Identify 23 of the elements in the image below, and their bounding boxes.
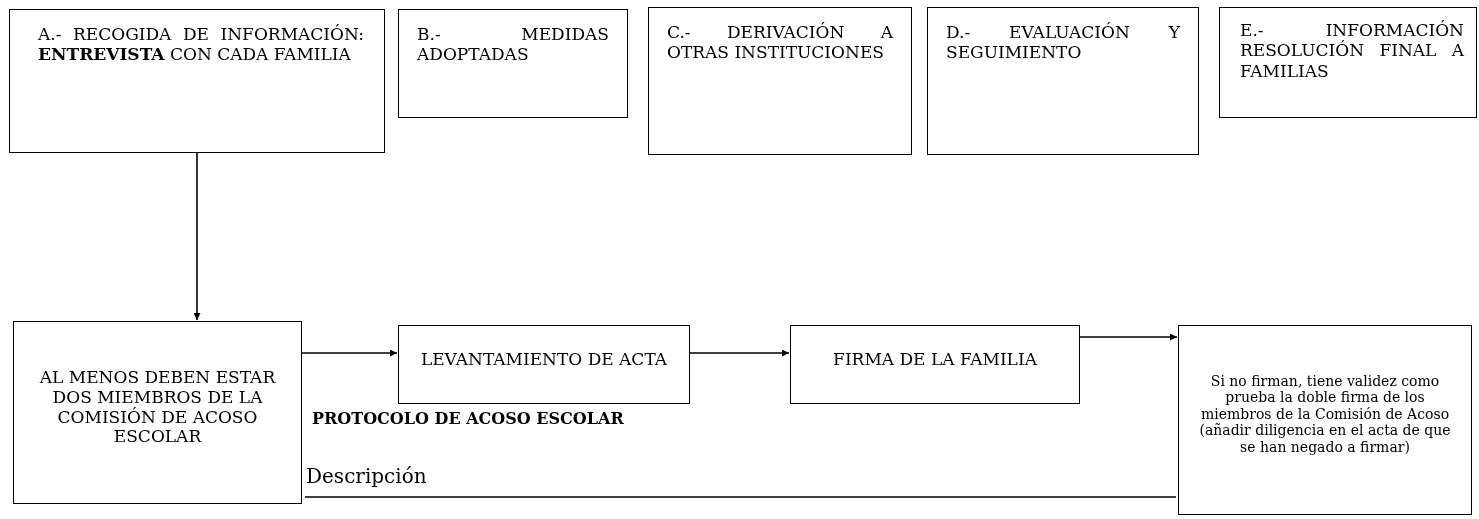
arrow — [193, 152, 201, 321]
process-box — [398, 9, 628, 118]
box-text: E.- INFORMACIÓN RESOLUCIÓN FINAL A FAMILIAS — [1240, 20, 1464, 82]
box-text: A.- RECOGIDA DE INFORMACIÓN: ENTREVISTA CON CADA FAMILIA — [38, 24, 364, 65]
process-box — [927, 7, 1199, 155]
arrow — [689, 349, 790, 357]
section-heading: PROTOCOLO DE ACOSO ESCOLAR — [312, 409, 624, 428]
box-text: C.- DERIVACIÓN A OTRAS INSTITUCIONES — [667, 22, 893, 63]
process-box — [648, 7, 912, 155]
process-box — [1178, 325, 1472, 515]
box-text: FIRMA DE LA FAMILIA — [832, 349, 1038, 370]
box-text: B.- MEDIDAS ADOPTADAS — [417, 24, 609, 65]
arrow — [1079, 333, 1178, 341]
box-text: D.- EVALUACIÓN Y SEGUIMIENTO — [946, 22, 1180, 63]
process-box — [790, 325, 1080, 404]
process-box — [9, 9, 385, 153]
box-text: AL MENOS DEBEN ESTAR DOS MIEMBROS DE LA COMISIÓN DE ACOSO ESCOLAR — [38, 368, 277, 447]
box-text: LEVANTAMIENTO DE ACTA — [419, 349, 669, 370]
process-box — [1219, 7, 1477, 118]
arrow — [301, 349, 398, 357]
process-box — [398, 325, 690, 404]
process-box — [13, 321, 302, 504]
box-text: Si no firman, tiene validez como prueba la doble firma de los miembros de la Comisión de Acoso (añadir diligencia en el acta de que se han negado a firmar) — [1198, 372, 1452, 456]
